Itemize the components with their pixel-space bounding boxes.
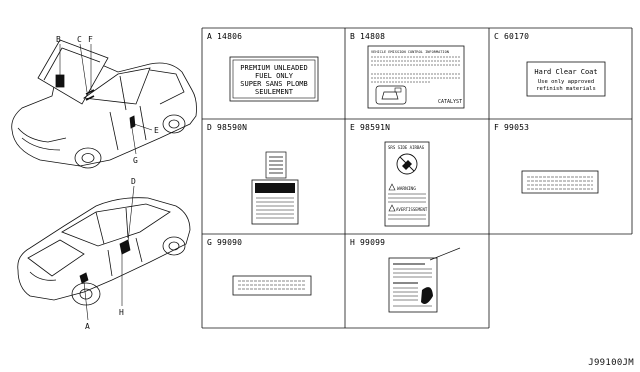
cell-caption-e: E 98591N <box>350 123 390 132</box>
label-a-line-2: FUEL ONLY <box>255 72 294 80</box>
label-e-avertissement: AVERTISSEMENT <box>396 207 428 212</box>
label-e-warning: WARNING <box>397 186 416 192</box>
cell-caption-b: B 14808 <box>350 32 385 41</box>
cell-caption-f: F 99053 <box>494 123 529 132</box>
label-e-airbag: SRS SIDE AIRBAG WARNING AVERTISSEMENT <box>384 141 430 227</box>
diagram-code: J99100JM <box>588 358 634 368</box>
label-a-line-4: SEULEMENT <box>255 88 294 96</box>
label-c-line-2: Use only approved <box>538 79 594 85</box>
cell-caption-d: D 98590N <box>207 123 247 132</box>
label-g <box>232 275 312 296</box>
label-d-visor <box>251 151 299 225</box>
label-a-line-1: PREMIUM UNLEADED <box>240 64 307 72</box>
rear-view-callouts: D H A <box>83 177 136 331</box>
label-e-header: SRS SIDE AIRBAG <box>388 145 425 150</box>
cell-caption-a: A 14806 <box>207 32 242 41</box>
label-h-tire <box>388 247 461 313</box>
label-a-line-3: SUPER SANS PLOMB <box>240 80 307 88</box>
label-a-fuel: PREMIUM UNLEADED FUEL ONLY SUPER SANS PL… <box>229 56 319 102</box>
label-c-line-3: refinish materials <box>536 86 596 92</box>
callout-g: G <box>133 156 138 165</box>
cell-caption-h: H 99099 <box>350 238 385 247</box>
vehicle-rear-view <box>17 197 191 306</box>
vehicle-front-view <box>11 39 197 169</box>
front-view-callouts: B C F E G <box>56 35 159 165</box>
callout-c: C <box>77 35 82 44</box>
label-c-clearcoat: Hard Clear Coat Use only approved refini… <box>526 61 606 97</box>
callout-a: A <box>85 322 90 331</box>
parts-grid <box>201 27 633 329</box>
callout-f: F <box>88 35 93 44</box>
label-b-header: VEHICLE EMISSION CONTROL INFORMATION <box>371 50 449 54</box>
cell-caption-c: C 60170 <box>494 32 529 41</box>
callout-d: D <box>131 177 136 186</box>
label-b-footer: CATALYST <box>438 99 462 105</box>
callout-b: B <box>56 35 61 44</box>
callout-e: E <box>154 126 159 135</box>
label-b-emission: VEHICLE EMISSION CONTROL INFORMATION CAT… <box>367 45 465 109</box>
cell-caption-g: G 99090 <box>207 238 242 247</box>
callout-h: H <box>119 308 124 317</box>
label-c-line-1: Hard Clear Coat <box>534 68 597 76</box>
label-f <box>521 170 599 194</box>
